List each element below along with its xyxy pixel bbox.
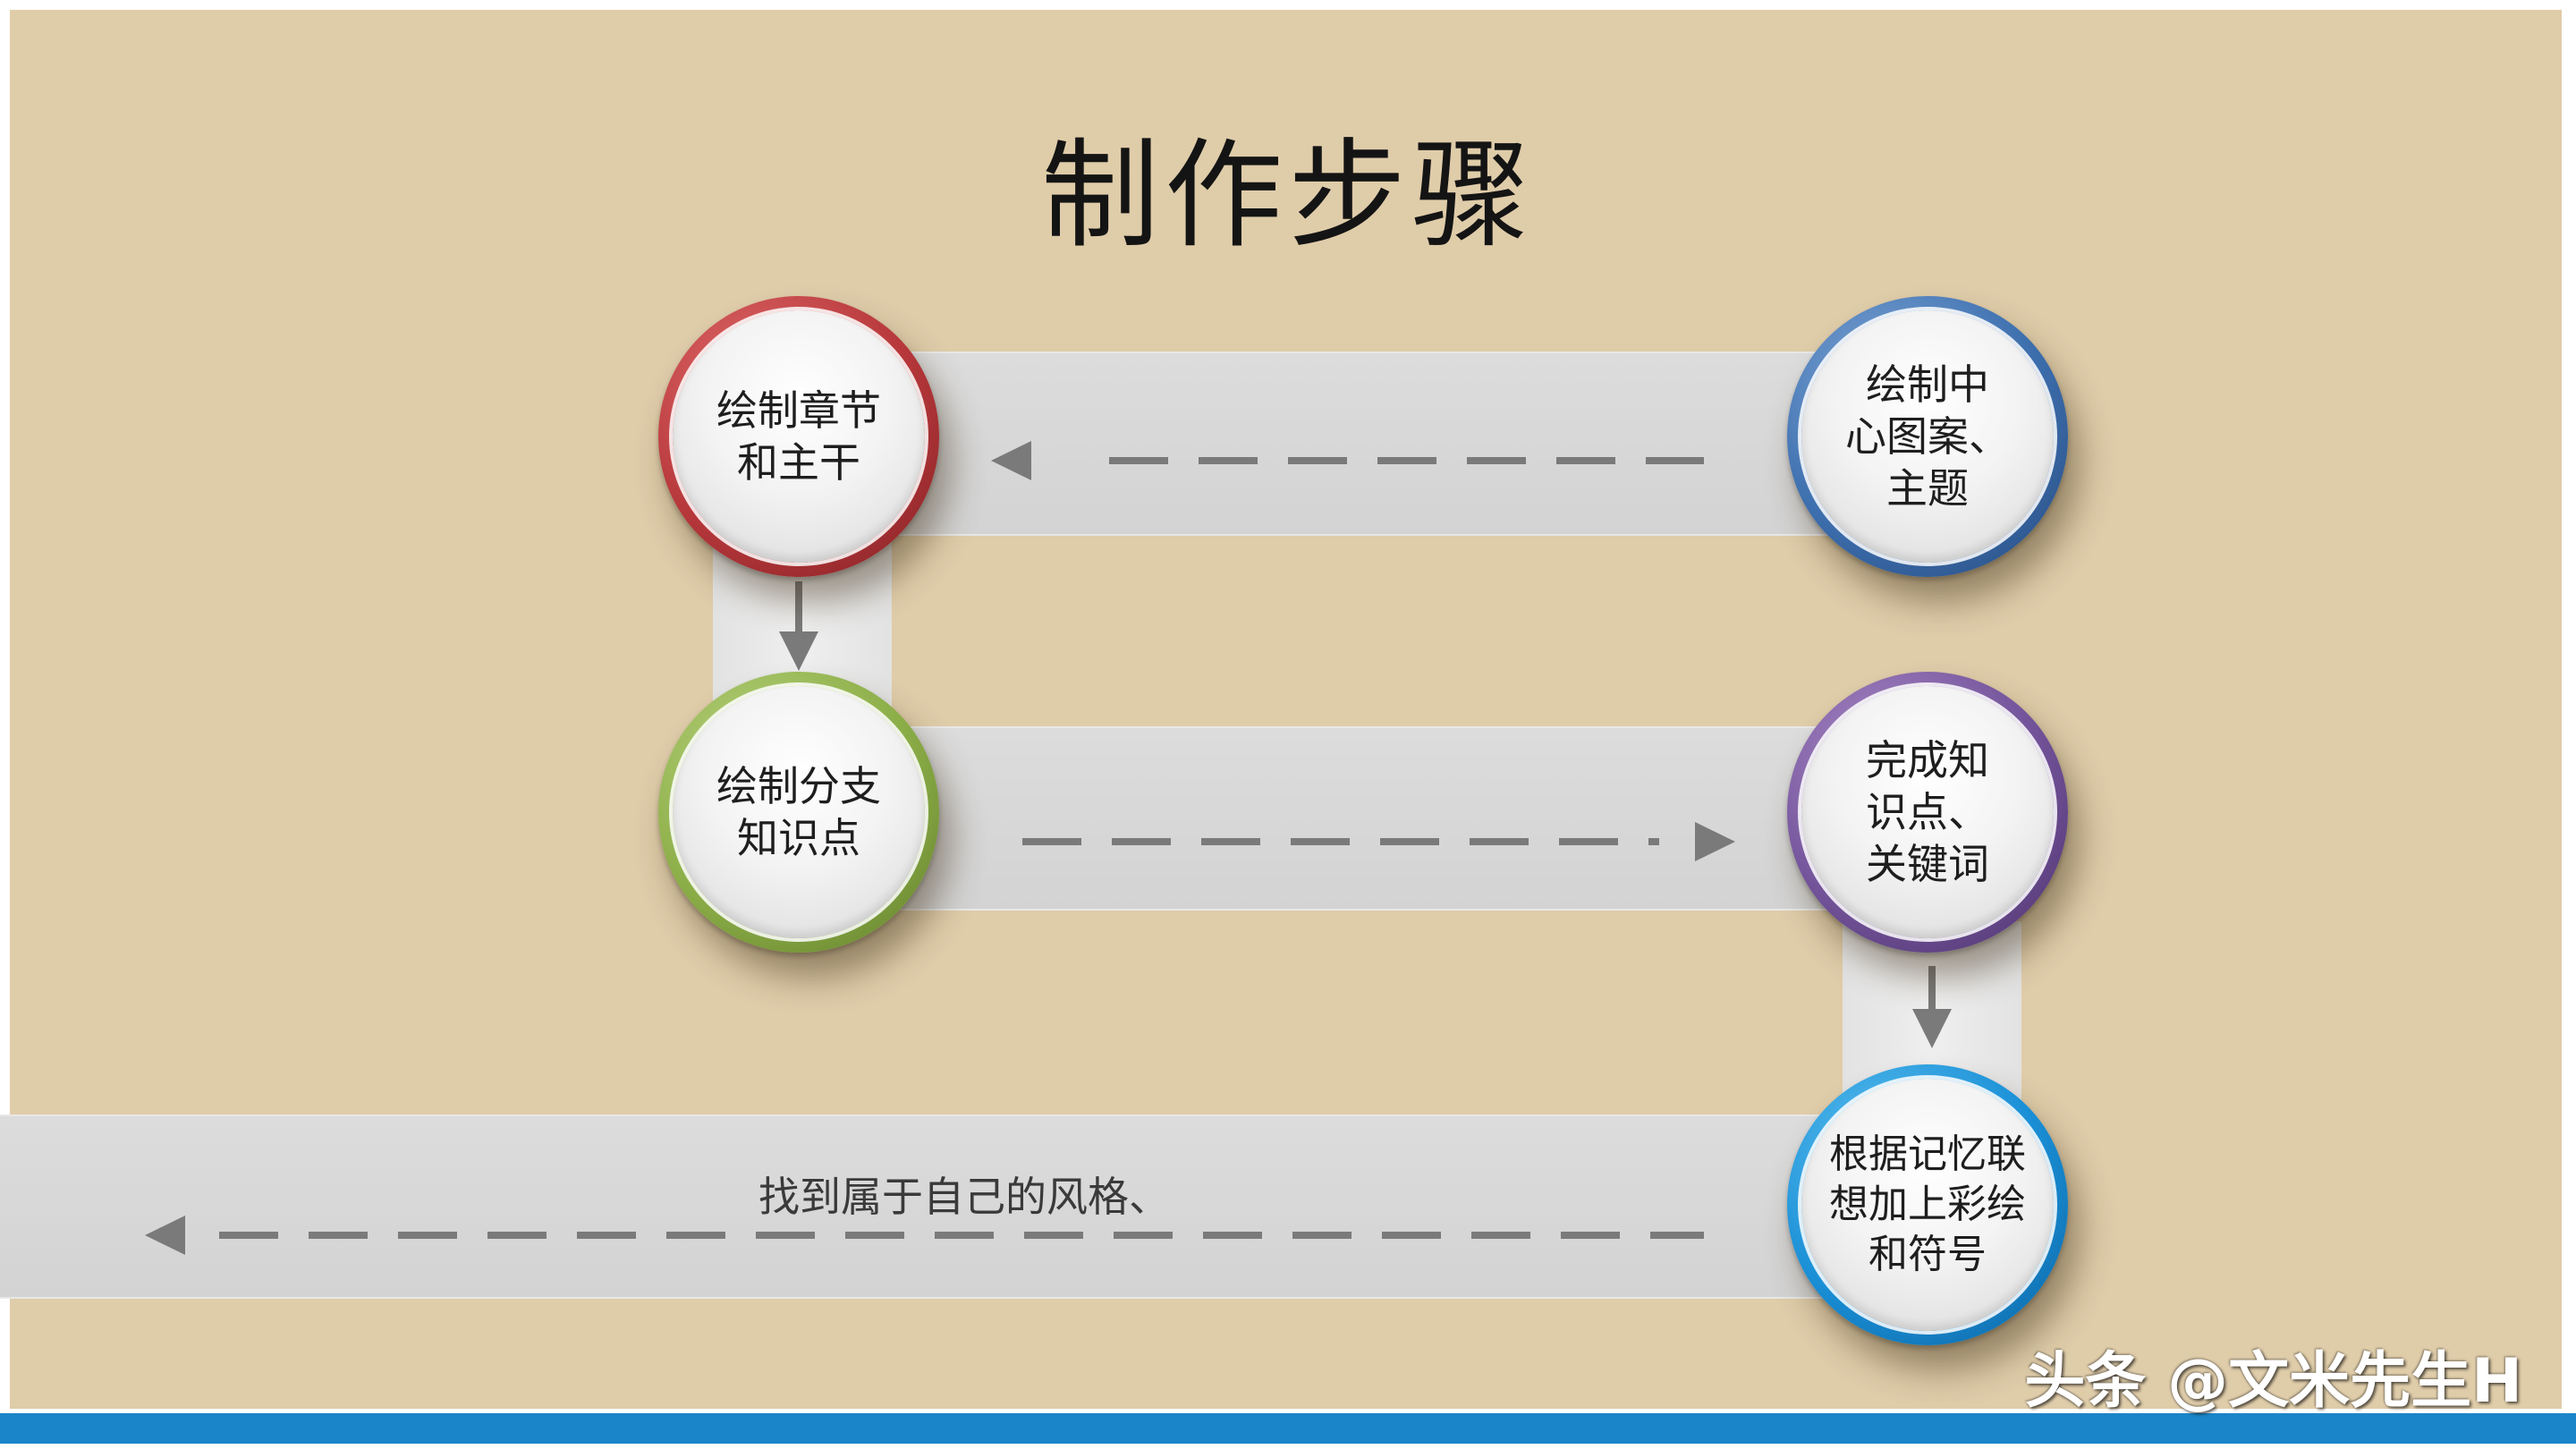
step-circle-face: 绘制分支 知识点 [673, 686, 925, 938]
page-title: 制作步骤 [1041, 127, 1535, 265]
step-circle-face: 绘制中 心图案、 主题 [1801, 310, 2054, 563]
step-circle-1: 绘制中 心图案、 主题 [1787, 296, 2068, 577]
step-circle-face: 根据记忆联 想加上彩绘 和符号 [1801, 1079, 2054, 1331]
band-row-1 [859, 352, 1950, 536]
step-circle-face: 完成知 识点、 关键词 [1801, 686, 2054, 938]
step-circle-face: 绘制章节 和主干 [673, 310, 925, 563]
bottom-accent-bar [0, 1413, 2576, 1444]
step-label-4: 完成知 识点、 关键词 [1866, 736, 1989, 888]
step-circle-4: 完成知 识点、 关键词 [1787, 672, 2068, 953]
step-label-1: 绘制中 心图案、 主题 [1845, 360, 2010, 513]
band-row-3 [0, 1114, 1843, 1299]
band-row-2 [859, 726, 1950, 911]
watermark: 头条 @文米先生H [2024, 1346, 2522, 1417]
step-circle-2: 绘制章节 和主干 [658, 296, 939, 577]
final-step-text: 找到属于自己的风格、 [758, 1173, 1170, 1221]
step-circle-3: 绘制分支 知识点 [658, 672, 939, 953]
step-label-3: 绘制分支 知识点 [716, 762, 881, 862]
step-circle-5: 根据记忆联 想加上彩绘 和符号 [1787, 1064, 2068, 1345]
step-label-2: 绘制章节 和主干 [716, 386, 881, 487]
step-label-5: 根据记忆联 想加上彩绘 和符号 [1829, 1131, 2026, 1277]
